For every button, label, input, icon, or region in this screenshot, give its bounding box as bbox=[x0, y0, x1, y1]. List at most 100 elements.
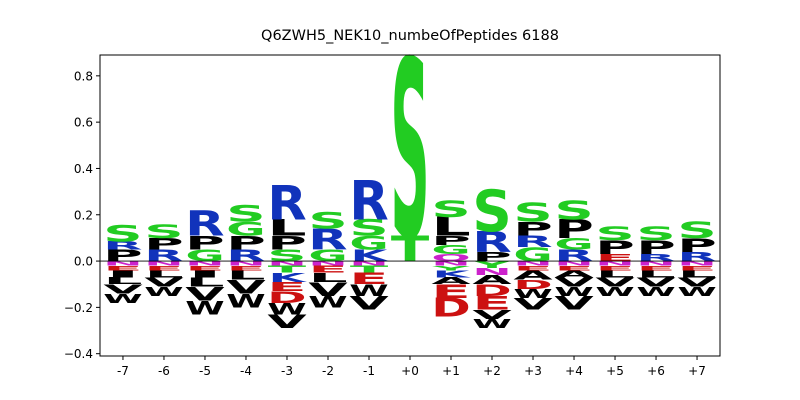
logo-letter-N: N bbox=[636, 260, 675, 267]
logo-letter-L: L bbox=[185, 275, 224, 290]
chart-title: Q6ZWH5_NEK10_numbeOfPeptides 6188 bbox=[261, 28, 559, 44]
logo-letter-V: V bbox=[267, 311, 307, 333]
logo-letter-Y: Y bbox=[472, 259, 511, 270]
logo-letter-L: L bbox=[431, 212, 470, 242]
logo-letter-G: G bbox=[349, 232, 388, 254]
logo-letter-W: W bbox=[636, 284, 675, 299]
logo-letter-N: N bbox=[185, 260, 224, 267]
x-tick-label: -4 bbox=[240, 364, 252, 378]
logo-letter-P: P bbox=[267, 232, 306, 254]
logo-letter-R: R bbox=[472, 226, 512, 259]
logo-letter-P: P bbox=[144, 235, 183, 253]
logo-letter-N: N bbox=[513, 260, 552, 267]
logo-letter-W: W bbox=[226, 289, 265, 312]
logo-letter-K: K bbox=[351, 247, 390, 265]
logo-letter-P: P bbox=[513, 219, 552, 241]
logo-letter-P: P bbox=[431, 233, 470, 248]
x-tick-label: -6 bbox=[158, 364, 170, 378]
y-tick-label: 0.4 bbox=[74, 162, 93, 176]
logo-letter-S: S bbox=[390, 9, 429, 293]
logo-letter-D: D bbox=[472, 281, 511, 299]
logo-letter-R: R bbox=[185, 204, 224, 245]
logo-letter-S: S bbox=[472, 179, 511, 245]
logo-letter-D: D bbox=[513, 278, 552, 293]
y-tick-label: 0.2 bbox=[74, 208, 93, 222]
logo-letters: PRSNEILVWRPSNELVWGPRNEILVWRPGSNELVWSPLRN… bbox=[103, 9, 717, 333]
logo-letter-P: P bbox=[554, 214, 593, 244]
logo-letter-R: R bbox=[513, 233, 552, 251]
logo-letter-S: S bbox=[308, 208, 347, 234]
logo-letter-S: S bbox=[595, 223, 634, 245]
logo-letter-S: S bbox=[636, 223, 675, 245]
logo-letter-V: V bbox=[513, 295, 552, 314]
logo-letter-E: E bbox=[595, 264, 634, 271]
logo-letter-S: S bbox=[431, 196, 470, 222]
logo-letter-N: N bbox=[677, 260, 716, 267]
logo-letter-T: T bbox=[268, 264, 307, 275]
logo-letter-L: L bbox=[226, 268, 265, 283]
y-tick-label: −0.2 bbox=[64, 301, 93, 315]
x-tick-label: +6 bbox=[647, 364, 665, 378]
logo-letter-G: G bbox=[226, 218, 265, 240]
logo-letter-P: P bbox=[185, 232, 224, 254]
logo-letter-T: T bbox=[350, 264, 389, 275]
x-tick-label: +3 bbox=[524, 364, 542, 378]
logo-letter-A: A bbox=[472, 273, 512, 288]
logo-letter-V: V bbox=[103, 282, 143, 297]
logo-letter-R: R bbox=[267, 175, 306, 231]
x-tick-label: +4 bbox=[565, 364, 583, 378]
logo-letter-R: R bbox=[226, 246, 265, 264]
logo-letter-W: W bbox=[103, 291, 142, 306]
logo-letter-E: E bbox=[472, 292, 511, 314]
logo-letter-E: E bbox=[185, 264, 224, 271]
logo-letter-S: S bbox=[349, 215, 388, 241]
logo-letter-W: W bbox=[308, 292, 347, 311]
logo-letter-E: E bbox=[267, 279, 306, 294]
x-axis: -7-6-5-4-3-2-1+0+1+2+3+4+5+6+7 bbox=[117, 356, 706, 378]
logo-letter-R: R bbox=[677, 249, 716, 264]
logo-letter-N: N bbox=[431, 260, 470, 267]
logo-letter-Y: Y bbox=[431, 264, 470, 272]
logo-letter-E: E bbox=[431, 281, 470, 303]
logo-letter-V: V bbox=[595, 275, 635, 290]
logo-letter-E: E bbox=[308, 264, 347, 275]
logo-letter-S: S bbox=[513, 198, 552, 228]
x-tick-label: +7 bbox=[688, 364, 706, 378]
logo-letter-N: N bbox=[308, 260, 347, 267]
logo-letter-S: S bbox=[554, 196, 593, 226]
logo-letter-V: V bbox=[472, 307, 512, 322]
logo-letter-S: S bbox=[226, 201, 265, 227]
logo-letter-W: W bbox=[144, 284, 183, 299]
logo-letter-K: K bbox=[433, 269, 472, 280]
logo-letter-L: L bbox=[144, 269, 183, 280]
logo-letter-E: E bbox=[595, 252, 634, 263]
logo-letter-P: P bbox=[472, 250, 511, 265]
logo-letter-L: L bbox=[103, 276, 142, 287]
logo-letter-I: I bbox=[103, 268, 142, 279]
logo-letter-D: D bbox=[267, 288, 306, 306]
x-tick-label: +1 bbox=[442, 364, 460, 378]
logo-letter-G: G bbox=[554, 235, 593, 253]
logo-letter-Q: Q bbox=[431, 252, 470, 263]
logo-letter-L: L bbox=[636, 269, 675, 280]
y-tick-label: 0.0 bbox=[74, 255, 93, 269]
logo-letter-R: R bbox=[103, 239, 142, 252]
logo-letter-P: P bbox=[103, 247, 142, 265]
y-tick-label: 0.8 bbox=[74, 69, 93, 83]
logo-letter-L: L bbox=[595, 269, 634, 280]
logo-letter-E: E bbox=[677, 264, 716, 271]
logo-letter-W: W bbox=[677, 284, 716, 299]
logo-letter-V: V bbox=[308, 278, 348, 300]
logo-letter-S: S bbox=[677, 217, 716, 243]
logo-letter-G: G bbox=[513, 243, 552, 265]
logo-letter-L: L bbox=[308, 270, 347, 285]
logo-letter-N: N bbox=[103, 260, 142, 267]
logo-letter-V: V bbox=[144, 275, 184, 290]
logo-letter-N: N bbox=[144, 260, 183, 267]
logo-letter-V: V bbox=[349, 292, 389, 314]
x-tick-label: +2 bbox=[483, 364, 501, 378]
logo-letter-R: R bbox=[636, 252, 675, 263]
x-tick-label: +0 bbox=[401, 364, 419, 378]
logo-letter-N: N bbox=[595, 260, 634, 267]
logo-letter-A: A bbox=[554, 268, 594, 279]
